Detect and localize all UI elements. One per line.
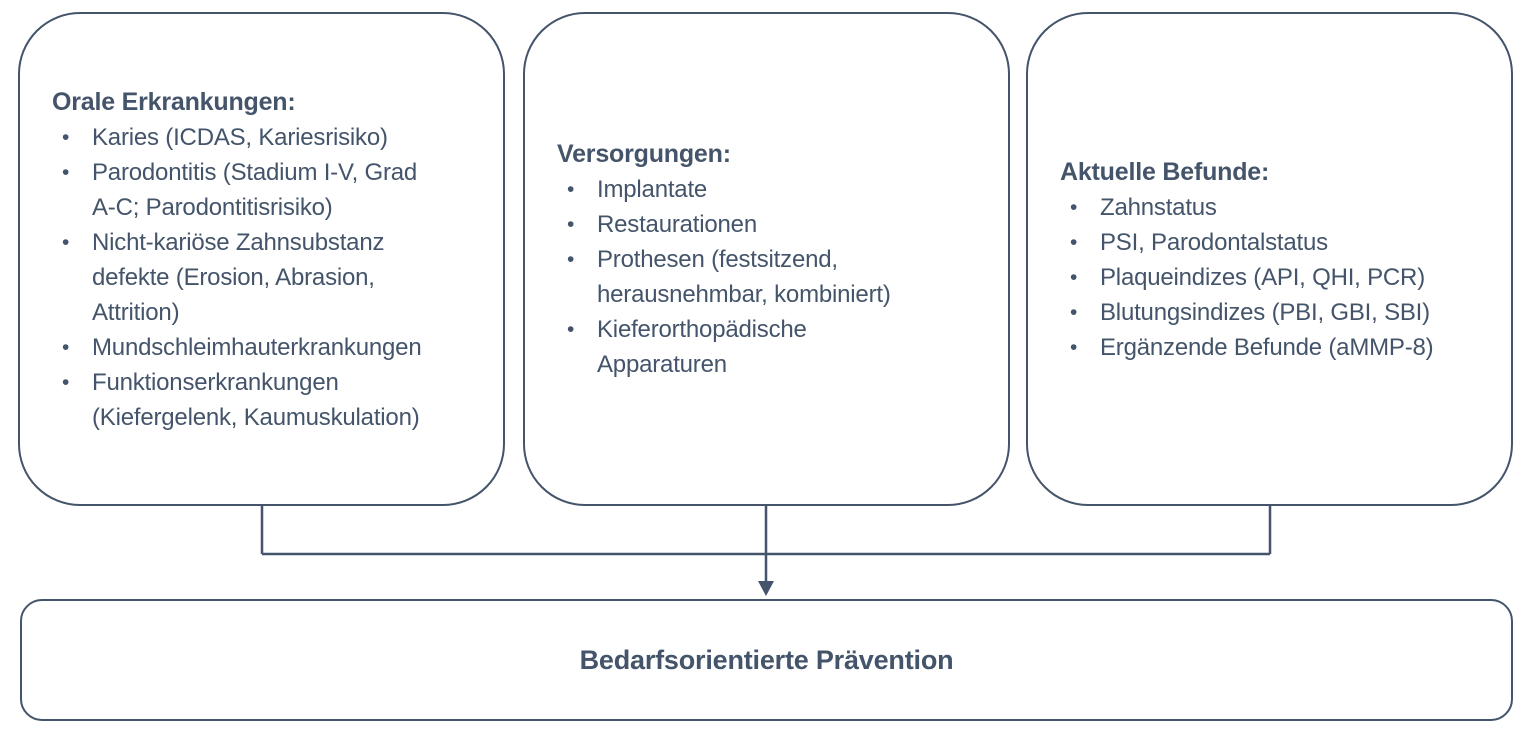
box-title-versorgungen: Versorgungen: xyxy=(557,140,731,168)
list-item: • Zahnstatus xyxy=(1060,190,1495,225)
bullet-icon: • xyxy=(62,125,70,149)
list-item-text: Implantate xyxy=(597,176,708,203)
list-item-text: Parodontitis (Stadium I-V, Grad A-C; Par… xyxy=(92,158,418,221)
bullet-icon: • xyxy=(567,213,575,236)
list-item: • Mundschleimhauterkrankungen xyxy=(52,330,487,365)
bullet-icon: • xyxy=(567,178,575,201)
bullet-icon: • xyxy=(1070,335,1078,359)
bullet-icon: • xyxy=(62,370,70,394)
list-item-text: Restaurationen xyxy=(597,211,757,238)
bullet-icon: • xyxy=(62,335,70,359)
list-item-text: Nicht-kariöse Zahnsubstanz defekte (Eros… xyxy=(92,228,385,326)
list-item-text: Zahnstatus xyxy=(1100,193,1217,221)
list-item-text: Kieferorthopädische Apparaturen xyxy=(597,316,807,378)
list-item-text: Prothesen (festsitzend, herausnehmbar, k… xyxy=(597,246,891,308)
bullet-list: • Karies (ICDAS, Kariesrisiko) • Parodon… xyxy=(52,120,487,435)
list-item-text: Karies (ICDAS, Kariesrisiko) xyxy=(92,123,388,151)
box-orale-erkrankungen: Orale Erkrankungen: • Karies (ICDAS, Kar… xyxy=(18,12,505,506)
list-item: • Restaurationen xyxy=(557,207,992,242)
list-item: • Nicht-kariöse Zahnsubstanz defekte (Er… xyxy=(52,225,487,330)
result-title: Bedarfsorientierte Prävention xyxy=(579,644,954,675)
arrowhead-down-icon xyxy=(758,581,774,596)
bullet-icon: • xyxy=(62,230,70,254)
box-aktuelle-befunde: Aktuelle Befunde: • Zahnstatus • PSI, Pa… xyxy=(1026,12,1513,506)
list-item: • PSI, Parodontalstatus xyxy=(1060,225,1495,260)
list-item-text: PSI, Parodontalstatus xyxy=(1100,228,1328,256)
list-item: • Blutungsindizes (PBI, GBI, SBI) xyxy=(1060,295,1495,330)
list-item: • Kieferorthopädische Apparaturen xyxy=(557,312,992,382)
box-versorgungen: Versorgungen: • Implantate • Restauratio… xyxy=(523,12,1010,506)
bullet-list: • Zahnstatus • PSI, Parodontalstatus • P… xyxy=(1060,190,1495,365)
list-item-text: Plaqueindizes (API, QHI, PCR) xyxy=(1100,263,1425,291)
list-item: • Implantate xyxy=(557,172,992,207)
bullet-icon: • xyxy=(1070,300,1078,324)
list-item-text: Funktionserkrankungen (Kiefergelenk, Kau… xyxy=(92,368,420,431)
list-item: • Karies (ICDAS, Kariesrisiko) xyxy=(52,120,487,155)
bullet-list: • Implantate • Restaurationen • Prothese… xyxy=(557,172,992,382)
list-item-text: Ergänzende Befunde (aMMP-8) xyxy=(1100,333,1434,361)
box-content: Aktuelle Befunde: • Zahnstatus • PSI, Pa… xyxy=(1028,154,1511,365)
box-title-aktuelle-befunde: Aktuelle Befunde: xyxy=(1060,157,1270,186)
list-item: • Ergänzende Befunde (aMMP-8) xyxy=(1060,330,1495,365)
list-item: • Prothesen (festsitzend, herausnehmbar,… xyxy=(557,242,992,312)
box-content: Versorgungen: • Implantate • Restauratio… xyxy=(525,136,1008,382)
bullet-icon: • xyxy=(567,248,575,271)
list-item: • Parodontitis (Stadium I-V, Grad A-C; P… xyxy=(52,155,487,225)
box-title-orale-erkrankungen: Orale Erkrankungen: xyxy=(52,87,296,116)
bullet-icon: • xyxy=(62,160,70,184)
list-item-text: Mundschleimhauterkrankungen xyxy=(92,333,422,361)
bullet-icon: • xyxy=(1070,230,1078,254)
list-item-text: Blutungsindizes (PBI, GBI, SBI) xyxy=(1100,298,1430,326)
bullet-icon: • xyxy=(1070,195,1078,219)
bullet-icon: • xyxy=(1070,265,1078,289)
result-box: Bedarfsorientierte Prävention xyxy=(20,599,1513,721)
bullet-icon: • xyxy=(567,318,575,341)
list-item: • Plaqueindizes (API, QHI, PCR) xyxy=(1060,260,1495,295)
list-item: • Funktionserkrankungen (Kiefergelenk, K… xyxy=(52,365,487,435)
box-content: Orale Erkrankungen: • Karies (ICDAS, Kar… xyxy=(20,84,503,435)
